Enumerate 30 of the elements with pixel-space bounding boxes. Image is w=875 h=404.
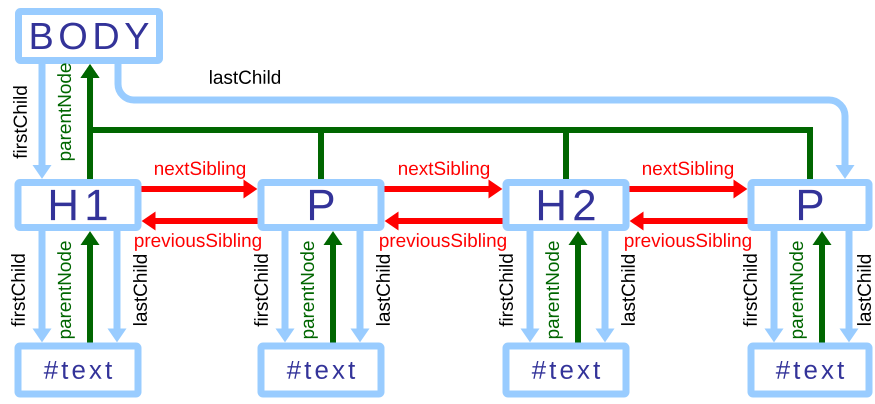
node-box: #text — [502, 342, 630, 398]
node-box: P — [258, 179, 384, 231]
edge-label: firstChild — [13, 86, 27, 159]
edge-label: parentNode — [300, 241, 318, 338]
edge-label: nextSibling — [642, 161, 734, 179]
edge-label: lastChild — [376, 254, 390, 326]
node-box: BODY — [15, 8, 163, 64]
node-box: H2 — [502, 179, 630, 231]
edge-label: firstChild — [499, 254, 513, 327]
edge-label: lastChild — [857, 254, 871, 326]
node-box: #text — [748, 342, 872, 398]
node-box: #text — [258, 342, 384, 398]
node-box: H1 — [14, 179, 142, 231]
edge-label: lastChild — [621, 254, 635, 326]
edge-label: lastChild — [133, 254, 147, 326]
edge-label: previousSibling — [135, 233, 261, 251]
edge-label: previousSibling — [625, 233, 751, 251]
edge-label: firstChild — [254, 254, 268, 327]
edge-label: previousSibling — [380, 233, 506, 251]
edge-label: nextSibling — [154, 161, 246, 179]
edge-label: firstChild — [11, 254, 25, 327]
edge-label: lastChild — [210, 70, 280, 84]
edge-label: nextSibling — [398, 161, 490, 179]
edge-label: parentNode — [57, 63, 75, 160]
edge-label: parentNode — [789, 241, 807, 338]
edge-label: parentNode — [545, 241, 563, 338]
node-box: P — [748, 179, 872, 231]
node-box: #text — [14, 342, 142, 398]
edge-label: parentNode — [57, 241, 75, 338]
edge-label: firstChild — [743, 254, 757, 327]
